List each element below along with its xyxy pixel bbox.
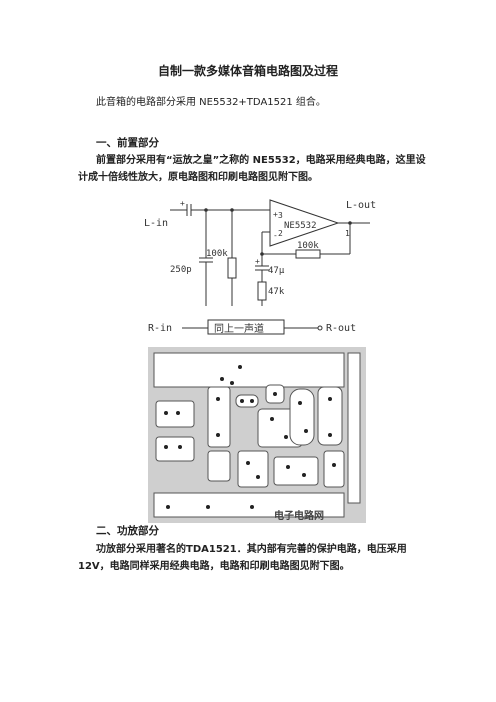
section-body-preamp: 前置部分采用有“运放之皇”之称的 NE5532，电路采用经典电路，这里设计成十倍… <box>78 155 426 183</box>
label-same-channel: 同上一声道 <box>214 322 264 335</box>
label-pin-minus: - <box>273 231 278 240</box>
label-cap-plus: + <box>180 199 185 208</box>
label-pin-plus: + <box>273 210 278 219</box>
label-r-feedback: 100k <box>297 241 319 251</box>
label-l-in: L-in <box>144 218 168 229</box>
label-pin-1: 1 <box>345 229 350 238</box>
label-r-in: R-in <box>148 323 172 334</box>
label-pin-3: 3 <box>278 211 283 220</box>
label-chip: NE5532 <box>284 221 317 231</box>
label-c-bypass: 47μ <box>268 266 285 276</box>
label-l-out: L-out <box>346 200 376 211</box>
section-heading-preamp: 一、前置部分 <box>96 137 159 149</box>
section-heading-amplifier: 二、功放部分 <box>96 525 159 537</box>
intro-paragraph: 此音箱的电路部分采用 NE5532+TDA1521 组合。 <box>96 97 326 108</box>
label-pin-2: 2 <box>278 229 283 238</box>
pcb-layout: 电子电路网 <box>148 347 366 523</box>
label-r-input: 100k <box>206 249 228 259</box>
page-title: 自制一款多媒体音箱电路图及过程 <box>157 64 338 78</box>
label-r-out: R-out <box>326 323 356 334</box>
label-c-input: 250p <box>170 265 192 275</box>
pcb-watermark: 电子电路网 <box>274 509 324 522</box>
label-r-ground: 47k <box>268 287 285 297</box>
label-cap-plus-2: + <box>255 257 260 266</box>
preamp-schematic: L-in L-out NE5532 + - 3 2 1 100k 100k 25… <box>144 199 376 335</box>
section-body-amplifier: 功放部分采用著名的TDA1521．其内部有完善的保护电路，电压采用 12V，电路… <box>78 544 407 572</box>
